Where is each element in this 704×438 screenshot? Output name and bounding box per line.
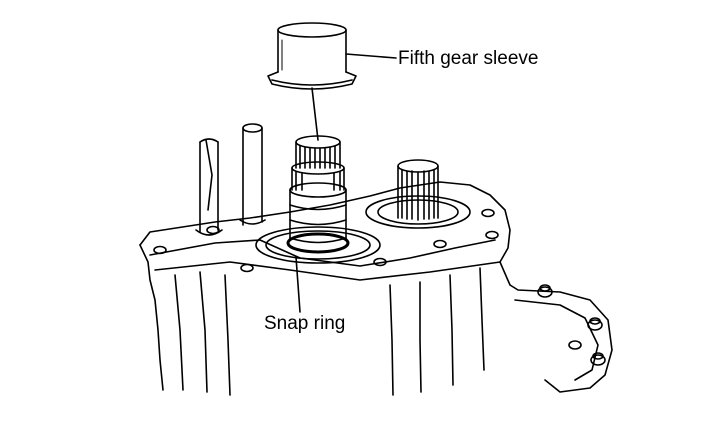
leader-lines — [295, 53, 397, 313]
fifth-gear-sleeve-label: Fifth gear sleeve — [398, 48, 539, 69]
counter-shaft — [365, 159, 471, 229]
shaft-bore — [255, 226, 381, 264]
snap-ring-label: Snap ring — [264, 313, 346, 334]
shift-rails — [195, 123, 266, 236]
fifth-gear-sleeve — [267, 22, 357, 90]
transmission-case — [139, 181, 613, 396]
